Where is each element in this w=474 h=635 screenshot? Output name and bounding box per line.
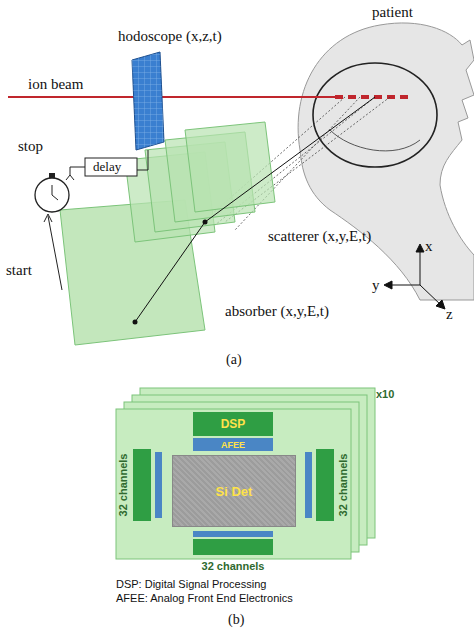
part-label: delay bbox=[93, 159, 121, 175]
panel-label: (a) bbox=[226, 352, 242, 368]
box-text: DSP bbox=[221, 417, 246, 431]
part-label: absorber (x,y,E,t) bbox=[225, 303, 329, 320]
si-detector: Si Det bbox=[172, 455, 296, 527]
channel-label: 32 channels bbox=[117, 454, 129, 517]
ion-beam bbox=[8, 96, 335, 98]
afee-box: AFEE bbox=[193, 438, 273, 451]
delay-box bbox=[85, 158, 137, 176]
box-text: Si Det bbox=[216, 484, 253, 499]
part-label: patient bbox=[372, 4, 413, 21]
panel-label: (b) bbox=[228, 612, 244, 628]
start-wire bbox=[48, 216, 62, 290]
part-label: scatterer (x,y,E,t) bbox=[268, 228, 371, 245]
detector-board-stack bbox=[116, 388, 375, 559]
channel-label: 32 channels bbox=[202, 560, 265, 572]
axes bbox=[384, 244, 445, 309]
hodoscope-wire bbox=[137, 150, 148, 170]
stopwatch bbox=[35, 178, 69, 212]
legend-note: AFEE: Analog Front End Electronics bbox=[116, 592, 293, 604]
dsp-box: DSP bbox=[193, 412, 273, 436]
hodoscope bbox=[132, 52, 164, 150]
patient-head bbox=[298, 23, 474, 300]
compton-track bbox=[135, 222, 205, 322]
compton-track bbox=[205, 97, 375, 222]
box-text: AFEE bbox=[221, 440, 245, 450]
part-label: ion beam bbox=[28, 76, 83, 93]
axis-label: x bbox=[425, 238, 433, 255]
beam-range bbox=[335, 95, 408, 99]
channel-label: 32 channels bbox=[337, 454, 349, 517]
legend-note: DSP: Digital Signal Processing bbox=[116, 578, 266, 590]
part-label: stop bbox=[18, 138, 43, 155]
stop-wire bbox=[70, 167, 85, 175]
part-label: hodoscope (x,z,t) bbox=[118, 28, 222, 45]
stack-count: x10 bbox=[376, 388, 394, 400]
axis-label: y bbox=[372, 277, 380, 294]
part-label: start bbox=[6, 262, 32, 279]
axis-label: z bbox=[446, 306, 453, 323]
